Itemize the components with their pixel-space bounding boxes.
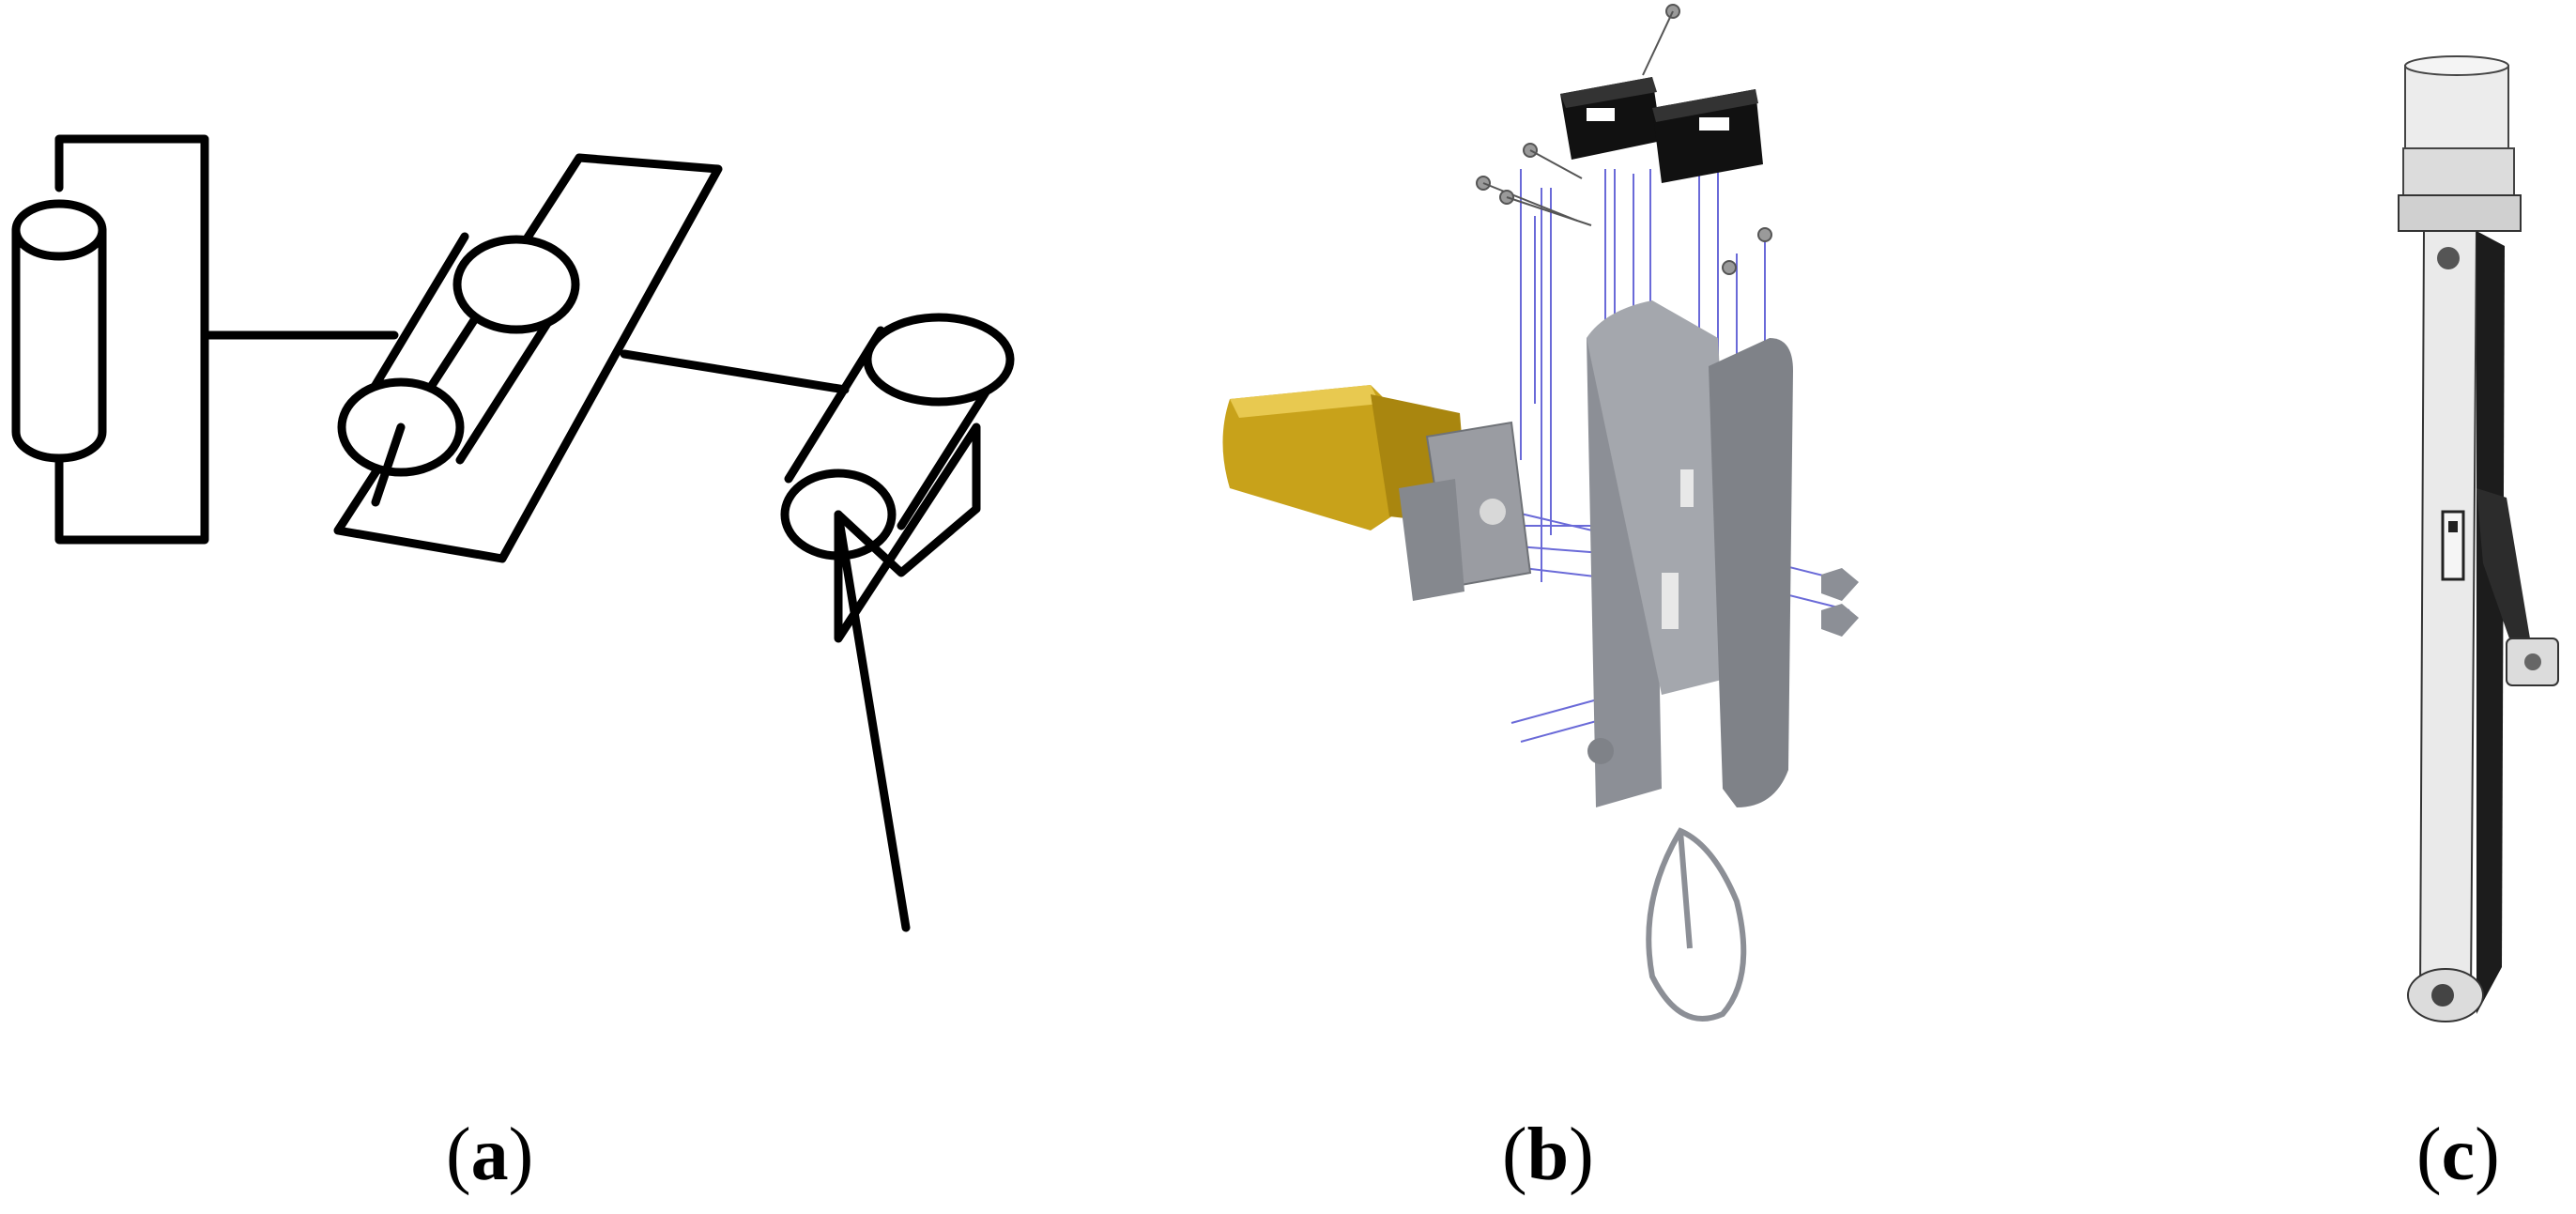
motor-bracket bbox=[1399, 421, 1532, 601]
nuts bbox=[1587, 568, 1859, 764]
vertical-cylinder bbox=[11, 199, 107, 463]
exploded-cad-view bbox=[1211, 0, 1887, 1061]
caption-a-close: ) bbox=[508, 1114, 534, 1196]
caption-c-letter: c bbox=[2441, 1114, 2476, 1196]
main-bracket bbox=[1587, 300, 1793, 807]
link2-joint-cylinder bbox=[780, 313, 1015, 932]
wrist-plate bbox=[834, 423, 981, 643]
caption-b-letter: b bbox=[1526, 1114, 1570, 1196]
caption-b-open: ( bbox=[1502, 1114, 1527, 1196]
connector-link1-link2 bbox=[620, 349, 850, 394]
micro-switches bbox=[1560, 77, 1763, 183]
arm-side-view bbox=[2366, 0, 2576, 1033]
arm-body bbox=[2407, 230, 2559, 1022]
caption-c-open: ( bbox=[2416, 1114, 2442, 1196]
caption-b: (b) bbox=[1502, 1113, 1594, 1197]
kinematic-schematic bbox=[0, 0, 1033, 1033]
link1-joint-cylinder bbox=[337, 232, 580, 507]
caption-c-close: ) bbox=[2475, 1114, 2500, 1196]
caption-c: (c) bbox=[2416, 1113, 2500, 1197]
arm-cylinder-top bbox=[2398, 55, 2522, 232]
strap-loop bbox=[1646, 827, 1747, 1022]
screws bbox=[1476, 4, 1772, 275]
caption-b-close: ) bbox=[1569, 1114, 1594, 1196]
exploded-assembly-drawing bbox=[1222, 4, 1859, 1022]
schematic-drawing bbox=[11, 134, 1015, 932]
caption-a-letter: a bbox=[470, 1114, 509, 1196]
caption-a-open: ( bbox=[446, 1114, 471, 1196]
tool-rod bbox=[834, 510, 911, 932]
base-frame bbox=[54, 134, 209, 545]
arm-assembly-drawing bbox=[2398, 55, 2559, 1022]
caption-a: (a) bbox=[446, 1113, 533, 1197]
